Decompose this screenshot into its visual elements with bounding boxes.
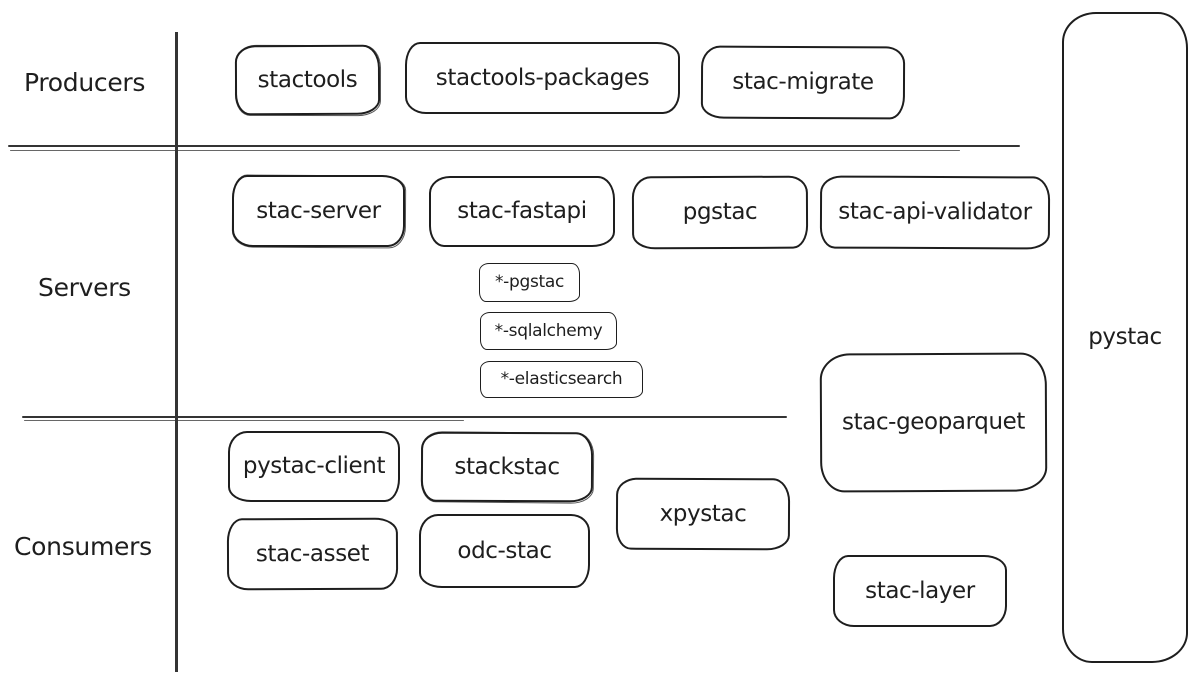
divider-producers-servers-second-stroke	[10, 149, 960, 151]
divider-servers-consumers	[22, 416, 787, 419]
divider-producers-servers	[8, 145, 1020, 148]
box-stac-migrate: stac-migrate	[700, 45, 906, 120]
box-pgstac: pgstac	[631, 175, 809, 250]
box-pystac-client: pystac-client	[228, 431, 400, 502]
box-fastapi-backend-sqlalchemy: *-sqlalchemy	[480, 312, 617, 350]
box-stac-asset: stac-asset	[226, 517, 399, 591]
row-label-consumers: Consumers	[14, 532, 152, 561]
box-stac-geoparquet: stac-geoparquet	[819, 352, 1048, 493]
row-label-producers: Producers	[24, 68, 146, 97]
box-pystac: pystac	[1062, 12, 1188, 663]
box-stactools: stactools	[234, 44, 381, 116]
box-fastapi-backend-pgstac: *-pgstac	[479, 263, 580, 302]
box-stactools-packages: stactools-packages	[405, 42, 680, 114]
box-xpystac: xpystac	[615, 477, 791, 551]
box-odc-stac: odc-stac	[419, 514, 590, 588]
divider-labels-vertical	[175, 32, 178, 672]
divider-servers-consumers-second-stroke	[24, 420, 464, 422]
box-stac-layer: stac-layer	[833, 555, 1007, 627]
row-label-servers: Servers	[38, 273, 131, 302]
box-stac-server: stac-server	[232, 175, 405, 247]
box-stac-fastapi: stac-fastapi	[429, 176, 615, 247]
box-fastapi-backend-elasticsearch: *-elasticsearch	[480, 361, 643, 398]
box-stackstac: stackstac	[420, 431, 594, 503]
box-stac-api-validator: stac-api-validator	[819, 175, 1051, 250]
